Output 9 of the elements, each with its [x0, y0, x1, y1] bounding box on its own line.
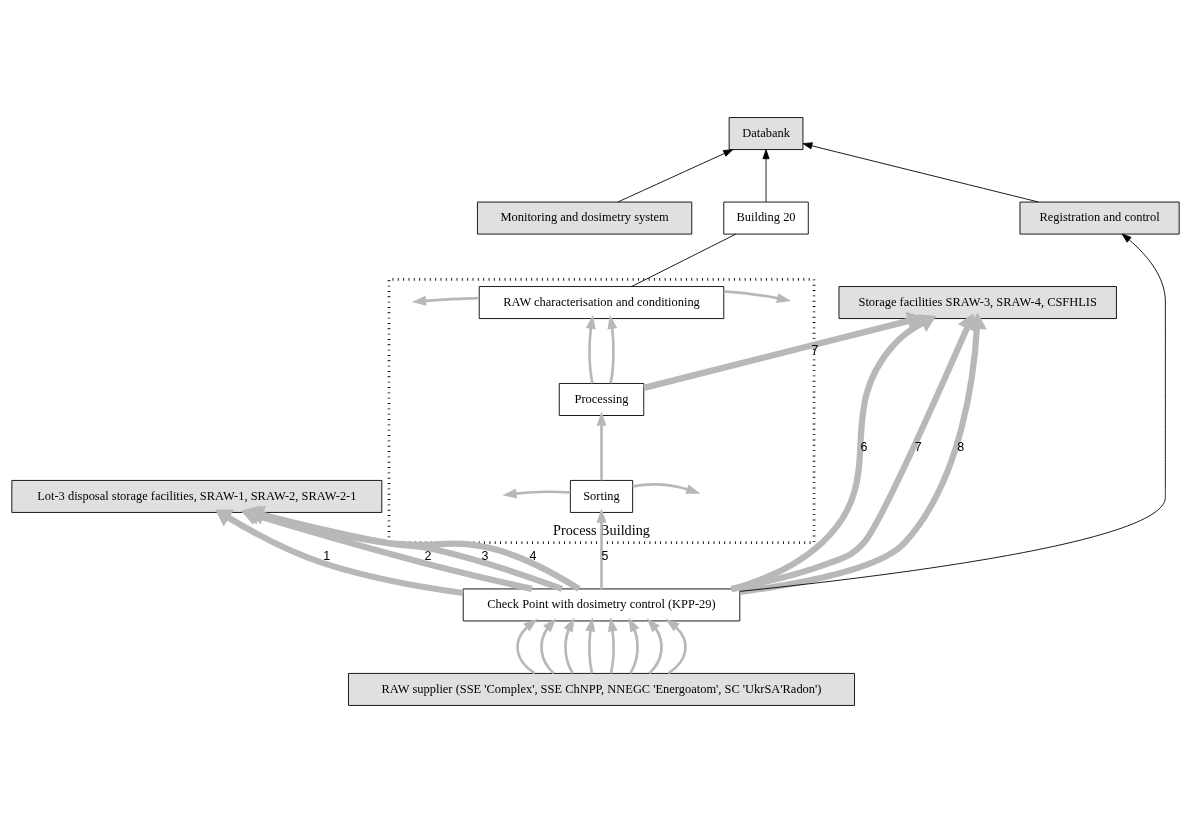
edge-label: 3: [481, 548, 489, 563]
edge-label: 6: [860, 439, 868, 454]
edge-label: 7: [914, 439, 922, 454]
edge-label: 5: [601, 548, 609, 563]
edge-label: 4: [529, 548, 537, 563]
edge-label: 2: [424, 548, 432, 563]
edge-label: 1: [323, 548, 331, 563]
edge-label: 7: [811, 342, 819, 357]
edge-label: 8: [957, 439, 965, 454]
